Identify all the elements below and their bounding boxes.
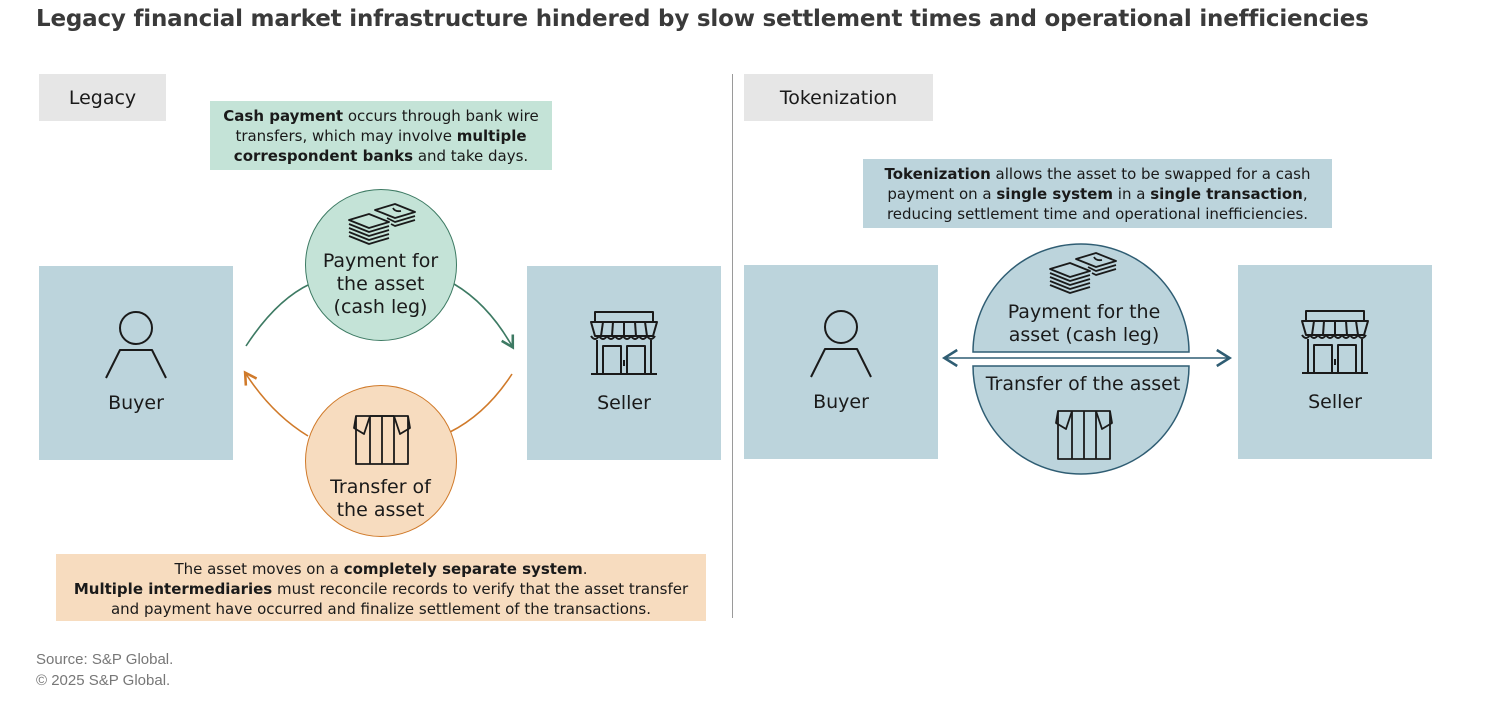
token-payment-label: Payment for the asset (cash leg)	[984, 301, 1184, 347]
cash-note-text-2: and take days.	[413, 147, 529, 165]
legacy-seller-box: Seller	[527, 266, 721, 460]
asset-half-circle	[972, 365, 1190, 475]
legacy-flow-arrows	[243, 283, 515, 437]
token-seller-box: Seller	[1238, 265, 1432, 459]
box-icon	[353, 415, 411, 465]
payment-label-line-3: (cash leg)	[333, 296, 428, 318]
asset-note-text-1: The asset moves on a	[174, 560, 344, 578]
box-icon	[1055, 410, 1113, 460]
token-note-bold-2: single system	[996, 185, 1114, 203]
cash-payment-note: Cash payment occurs through bank wire tr…	[210, 101, 552, 170]
token-payment-line-1: Payment for the	[1007, 301, 1161, 323]
token-note-text-3: , reducing settlement time and operation…	[886, 185, 1309, 223]
legacy-payment-label: Payment for the asset (cash leg)	[306, 250, 455, 319]
token-payment-line-2: asset (cash leg)	[1008, 324, 1160, 346]
asset-note-bold-2: Multiple intermediaries	[73, 580, 273, 598]
asset-separate-system-note: The asset moves on a completely separate…	[56, 554, 706, 621]
cash-arrow-left	[245, 283, 311, 347]
cash-stack-icon	[1049, 252, 1117, 294]
tab-legacy: Legacy	[39, 74, 166, 121]
asset-note-text-3: must reconcile records to verify that th…	[110, 580, 689, 618]
storefront-icon	[1301, 310, 1369, 374]
token-note-bold-3: single transaction	[1150, 185, 1303, 203]
payment-label-line-1: Payment for	[322, 250, 439, 272]
asset-note-text-2: .	[582, 560, 588, 578]
tab-tokenization-label: Tokenization	[779, 86, 898, 109]
source-footer: Source: S&P Global. © 2025 S&P Global.	[36, 649, 173, 691]
person-icon	[810, 310, 872, 378]
panel-divider	[732, 74, 733, 618]
token-buyer-label: Buyer	[813, 391, 869, 413]
tab-tokenization: Tokenization	[744, 74, 933, 121]
legacy-payment-circle: Payment for the asset (cash leg)	[305, 189, 457, 341]
legacy-transfer-circle: Transfer of the asset	[305, 385, 457, 537]
token-seller-label: Seller	[1308, 391, 1362, 413]
token-note-text-1: allows the asset to be swapped for a cas…	[887, 165, 1311, 203]
cash-note-bold-1: Cash payment	[223, 107, 344, 125]
legacy-buyer-box: Buyer	[39, 266, 233, 460]
payment-label-line-2: the asset	[336, 273, 425, 295]
cash-note-text-1: occurs through bank wire transfers, whic…	[235, 107, 539, 145]
asset-note-bold-1: completely separate system	[343, 560, 583, 578]
cash-half-circle	[972, 243, 1190, 353]
tokenization-note: Tokenization allows the asset to be swap…	[863, 159, 1332, 228]
legacy-buyer-label: Buyer	[108, 392, 164, 414]
storefront-icon	[590, 311, 658, 375]
legacy-seller-label: Seller	[597, 392, 651, 414]
cash-note-bold-2: multiple correspondent banks	[233, 127, 527, 165]
page-title: Legacy financial market infrastructure h…	[36, 6, 1369, 32]
transfer-label-line-2: the asset	[336, 499, 425, 521]
copyright-text: © 2025 S&P Global.	[36, 672, 171, 689]
person-icon	[105, 311, 167, 379]
token-buyer-box: Buyer	[744, 265, 938, 459]
asset-arrow-right	[449, 373, 513, 433]
cash-stack-icon	[348, 203, 416, 245]
transfer-label-line-1: Transfer of	[330, 476, 431, 498]
legacy-transfer-label: Transfer of the asset	[306, 476, 455, 522]
cash-arrow-right	[453, 283, 515, 350]
token-swap-circle	[941, 243, 1233, 475]
tab-legacy-label: Legacy	[68, 86, 137, 109]
token-note-bold-1: Tokenization	[884, 165, 991, 183]
token-transfer-label: Transfer of the asset	[985, 373, 1181, 395]
asset-arrow-left	[243, 370, 309, 437]
token-note-text-2: in a	[1113, 185, 1151, 203]
source-text: Source: S&P Global.	[36, 651, 174, 668]
